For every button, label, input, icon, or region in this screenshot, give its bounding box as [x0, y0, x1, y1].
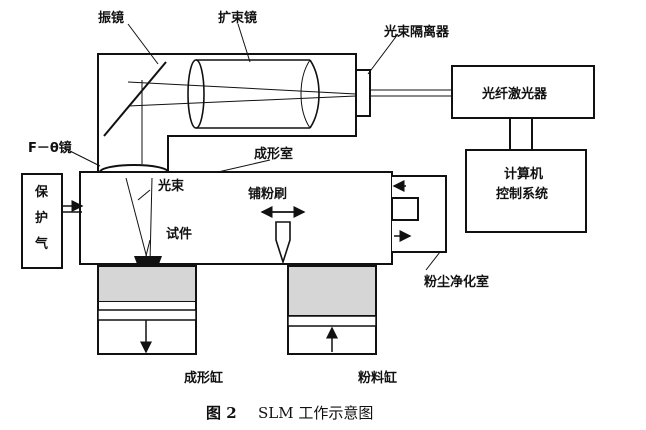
label-computer-2: 控制系统	[496, 186, 548, 202]
label-recoater: 铺粉刷	[248, 186, 287, 202]
beam-expander	[187, 59, 320, 129]
label-beam: 光束	[157, 178, 185, 194]
build-chamber	[79, 171, 393, 265]
powder-cylinder	[287, 265, 377, 355]
label-dust: 粉尘净化室	[424, 274, 489, 290]
label-computer-1: 计算机	[504, 166, 543, 182]
label-part: 试件	[166, 226, 192, 242]
dust-purifier	[391, 175, 447, 253]
label-f-theta: F－θ镜	[28, 140, 72, 156]
computer-box	[465, 149, 587, 233]
label-galvo: 振镜	[98, 10, 124, 26]
label-gas-1: 保	[34, 184, 49, 200]
label-powder-cylinder: 粉料缸	[358, 370, 397, 386]
caption-text: SLM 工作示意图	[258, 404, 373, 422]
galvo-mirror	[103, 61, 167, 137]
label-chamber: 成形室	[254, 146, 293, 162]
label-build-cylinder: 成形缸	[184, 370, 223, 386]
optical-housing	[97, 53, 357, 177]
label-expander: 扩束镜	[218, 10, 257, 26]
label-gas-2: 护	[35, 210, 48, 226]
build-cylinder	[97, 265, 197, 355]
beam-isolator	[355, 69, 371, 117]
shield-gas-box	[21, 173, 63, 269]
recoater	[260, 206, 306, 265]
label-isolator: 光束隔离器	[383, 24, 450, 40]
label-gas-3: 气	[35, 236, 48, 252]
label-laser: 光纤激光器	[481, 86, 548, 102]
fiber-laser-box	[451, 65, 595, 119]
caption-fig: 图 2	[206, 404, 237, 422]
